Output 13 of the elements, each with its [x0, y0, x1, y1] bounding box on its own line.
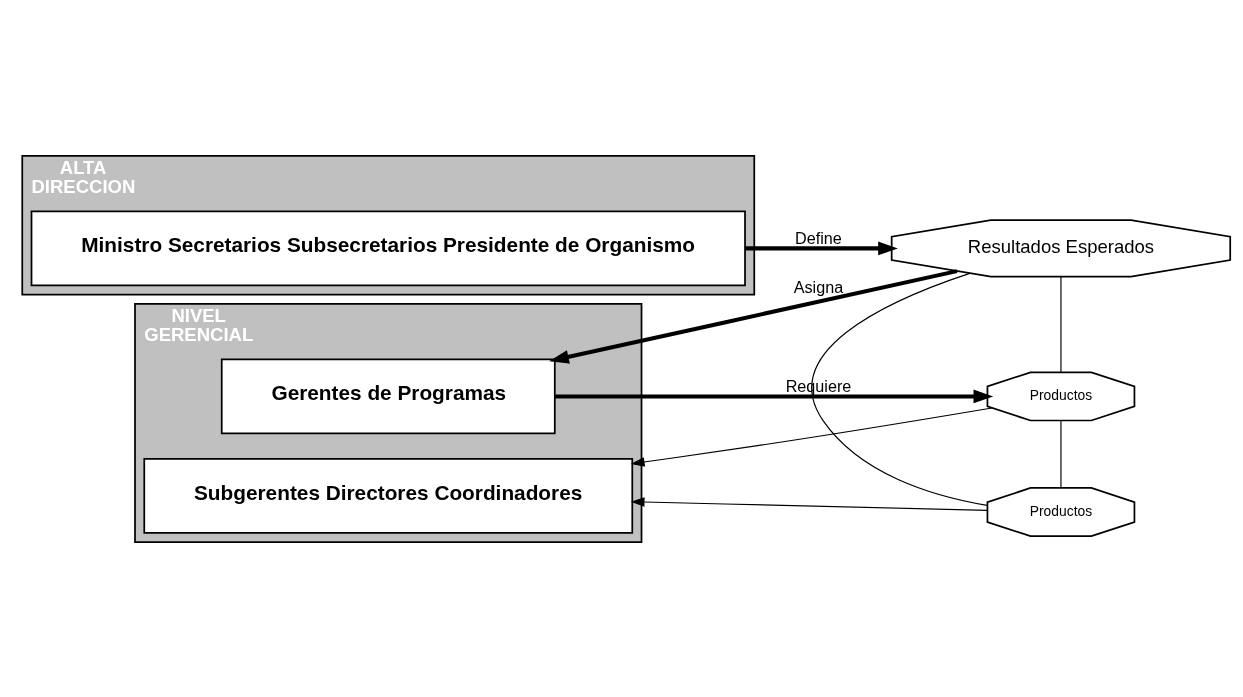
arrow — [555, 389, 994, 403]
arrow — [630, 406, 993, 467]
node-box: Ministro Secretarios Subsecretarios Presidente de Organismo — [30, 210, 746, 286]
edge-label: Asigna — [793, 277, 844, 296]
arrow — [549, 268, 958, 364]
arrow — [630, 496, 988, 511]
connector — [1060, 419, 1062, 489]
arrow — [745, 241, 898, 255]
connector — [811, 272, 988, 506]
node-box: Subgerentes Directores Coordinadores — [143, 457, 634, 534]
edge-label: Define — [795, 228, 842, 247]
connector — [1060, 275, 1062, 373]
node-box: Gerentes de Programas — [220, 358, 556, 434]
